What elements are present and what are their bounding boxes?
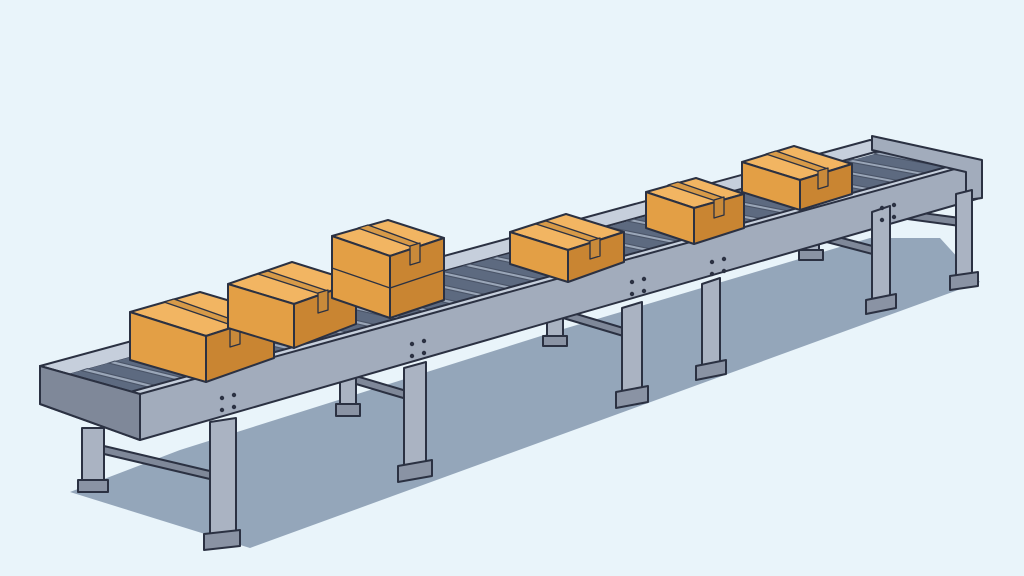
bolt	[421, 350, 427, 356]
bolt	[409, 353, 415, 359]
bolt	[629, 291, 635, 297]
bolt-plate	[629, 276, 647, 297]
cardboard-box-stack	[331, 219, 445, 319]
bolt	[891, 202, 897, 208]
conveyor-leg	[615, 301, 649, 409]
bolt	[641, 276, 647, 282]
boxes	[129, 145, 853, 383]
bolt	[709, 271, 715, 277]
conveyor-leg	[203, 417, 241, 551]
bolt	[421, 338, 427, 344]
bolt-plate	[879, 202, 897, 223]
bolt	[219, 395, 225, 401]
conveyor-leg	[397, 361, 433, 483]
bolt-plates	[219, 202, 897, 413]
bolt	[721, 256, 727, 262]
bolt	[231, 392, 237, 398]
cardboard-box	[227, 261, 357, 349]
bolt-plate	[709, 256, 727, 277]
conveyor-leg	[949, 189, 979, 291]
bolt	[721, 268, 727, 274]
bolt-plate	[219, 392, 237, 413]
floor-shadow	[70, 238, 980, 548]
bolt	[891, 214, 897, 220]
cardboard-box	[741, 145, 853, 211]
front-legs	[203, 189, 979, 551]
end-plate	[39, 365, 141, 441]
bolt-plate	[409, 338, 427, 359]
conveyor-leg	[77, 427, 109, 493]
cardboard-box	[645, 177, 745, 245]
cardboard-box	[509, 213, 625, 283]
conveyor-leg	[695, 277, 727, 381]
bolt	[709, 259, 715, 265]
bolt	[231, 404, 237, 410]
bolt	[219, 407, 225, 413]
bolt	[641, 288, 647, 294]
bolt	[879, 205, 885, 211]
bolt	[629, 279, 635, 285]
bolt	[409, 341, 415, 347]
bolt	[879, 217, 885, 223]
